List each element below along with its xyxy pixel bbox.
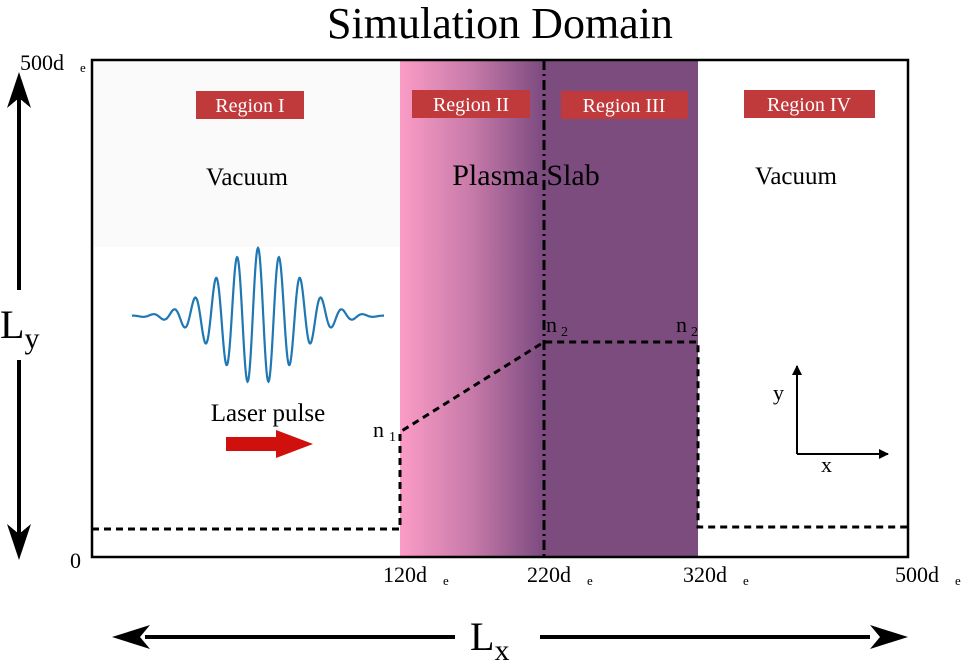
svg-text:220d: 220d xyxy=(527,562,571,587)
x-tick-320: 320d e xyxy=(683,562,749,588)
ly-axis: Ly xyxy=(0,72,39,560)
region-badge-i: Region I xyxy=(196,91,304,119)
domain-frame xyxy=(90,58,910,559)
n1-marker: n 1 xyxy=(373,417,396,445)
x-tick-120: 120d e xyxy=(383,562,449,588)
svg-text:n: n xyxy=(676,312,687,337)
n2-right-marker: n 2 xyxy=(676,312,698,340)
lx-label: Lx xyxy=(470,614,509,667)
plasma-region-ii xyxy=(400,60,544,557)
svg-text:e: e xyxy=(743,573,749,588)
lx-arrow-left-head xyxy=(112,625,150,649)
lx-arrow-right-head xyxy=(870,625,908,649)
coordinate-axes: y x xyxy=(773,365,889,477)
coord-x-label: x xyxy=(821,452,832,477)
plasma-region-iii xyxy=(544,60,698,557)
laser-wave-packet xyxy=(132,245,384,384)
region-badge-iv: Region IV xyxy=(744,90,875,118)
x-tick-220: 220d e xyxy=(527,562,593,588)
n2-left-marker: n 2 xyxy=(546,312,568,340)
ly-arrow-up-head xyxy=(7,72,31,108)
coord-y-label: y xyxy=(773,380,784,405)
laser-pulse-label: Laser pulse xyxy=(211,400,326,427)
plasma-slab-label: Plasma Slab xyxy=(452,159,600,192)
density-profile-line xyxy=(92,340,908,531)
svg-text:e: e xyxy=(955,573,961,588)
svg-text:n: n xyxy=(546,312,557,337)
region-iii-label: Region III xyxy=(583,95,666,117)
region-badge-ii: Region II xyxy=(412,90,530,118)
diagram-title: Simulation Domain xyxy=(327,0,673,48)
region-badge-iii: Region III xyxy=(561,91,688,119)
svg-text:n: n xyxy=(373,417,384,442)
vacuum-left-label: Vacuum xyxy=(206,164,288,191)
ly-label: Ly xyxy=(0,302,39,355)
ly-arrow-down-head xyxy=(7,524,31,560)
y-top-label: 500d e xyxy=(20,50,86,75)
svg-text:500d: 500d xyxy=(20,50,64,75)
svg-text:e: e xyxy=(443,573,449,588)
svg-text:e: e xyxy=(587,573,593,588)
vacuum-right-label: Vacuum xyxy=(755,163,837,190)
vacuum-left-background xyxy=(92,60,400,247)
region-iv-label: Region IV xyxy=(767,94,851,116)
y-bottom-label: 0 xyxy=(70,548,81,573)
region-ii-label: Region II xyxy=(433,94,509,116)
laser-direction-arrow xyxy=(226,430,313,458)
svg-text:500d: 500d xyxy=(895,562,939,587)
region-i-label: Region I xyxy=(215,95,284,117)
svg-text:e: e xyxy=(80,60,86,75)
x-tick-500: 500d e xyxy=(895,562,961,588)
lx-axis: Lx xyxy=(112,614,908,667)
svg-text:2: 2 xyxy=(691,325,698,340)
svg-text:1: 1 xyxy=(389,430,396,445)
svg-text:2: 2 xyxy=(561,325,568,340)
svg-text:320d: 320d xyxy=(683,562,727,587)
svg-text:120d: 120d xyxy=(383,562,427,587)
